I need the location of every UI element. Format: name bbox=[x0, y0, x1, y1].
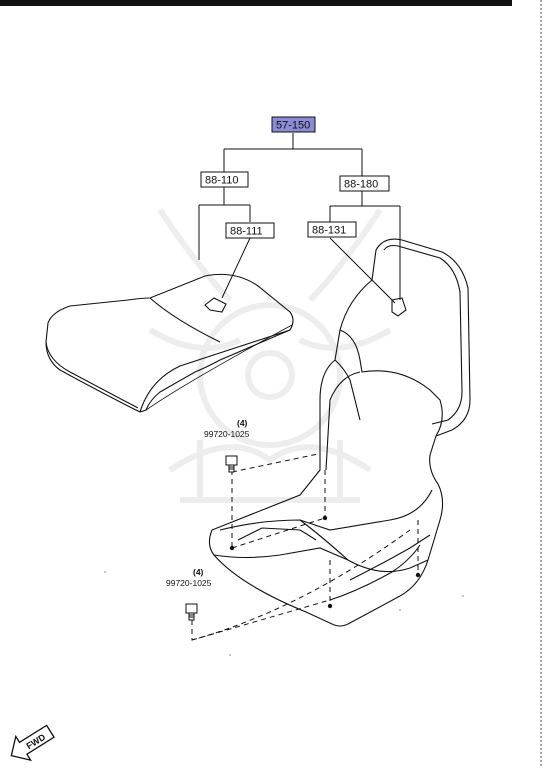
connector-lines bbox=[198, 133, 401, 304]
forward-arrow-icon: FWD bbox=[10, 724, 55, 762]
part-number-main: 57-150 bbox=[276, 120, 310, 132]
seat-frame-drawing bbox=[208, 238, 471, 627]
part-box-cushion[interactable]: 88-110 bbox=[200, 171, 249, 188]
part-box-back-cover[interactable]: 88-131 bbox=[307, 221, 357, 238]
watermark-emblem bbox=[148, 208, 392, 503]
bolt-part-number-1[interactable]: 99720-1025 bbox=[204, 429, 250, 439]
part-number-cushion: 88-110 bbox=[205, 175, 238, 187]
seat-cushion-drawing bbox=[45, 273, 294, 413]
top-border-bar bbox=[0, 0, 512, 6]
bolt-icon bbox=[225, 455, 238, 473]
bolt-dashed-lines bbox=[191, 453, 419, 641]
part-number-cushion-cover: 88-111 bbox=[230, 226, 263, 238]
part-number-back: 88-180 bbox=[344, 179, 378, 191]
bolt-qty-1: (4) bbox=[237, 418, 248, 428]
part-box-back[interactable]: 88-180 bbox=[339, 175, 390, 192]
bolt-icon bbox=[185, 603, 198, 621]
part-box-cushion-cover[interactable]: 88-111 bbox=[225, 222, 275, 239]
bolt-part-number-2[interactable]: 99720-1025 bbox=[166, 578, 212, 588]
part-number-back-cover: 88-131 bbox=[312, 225, 346, 237]
bolt-qty-2: (4) bbox=[193, 567, 204, 577]
scan-specks bbox=[104, 571, 464, 656]
part-box-main[interactable]: 57-150 bbox=[271, 116, 316, 133]
bolt-holes bbox=[229, 515, 421, 609]
